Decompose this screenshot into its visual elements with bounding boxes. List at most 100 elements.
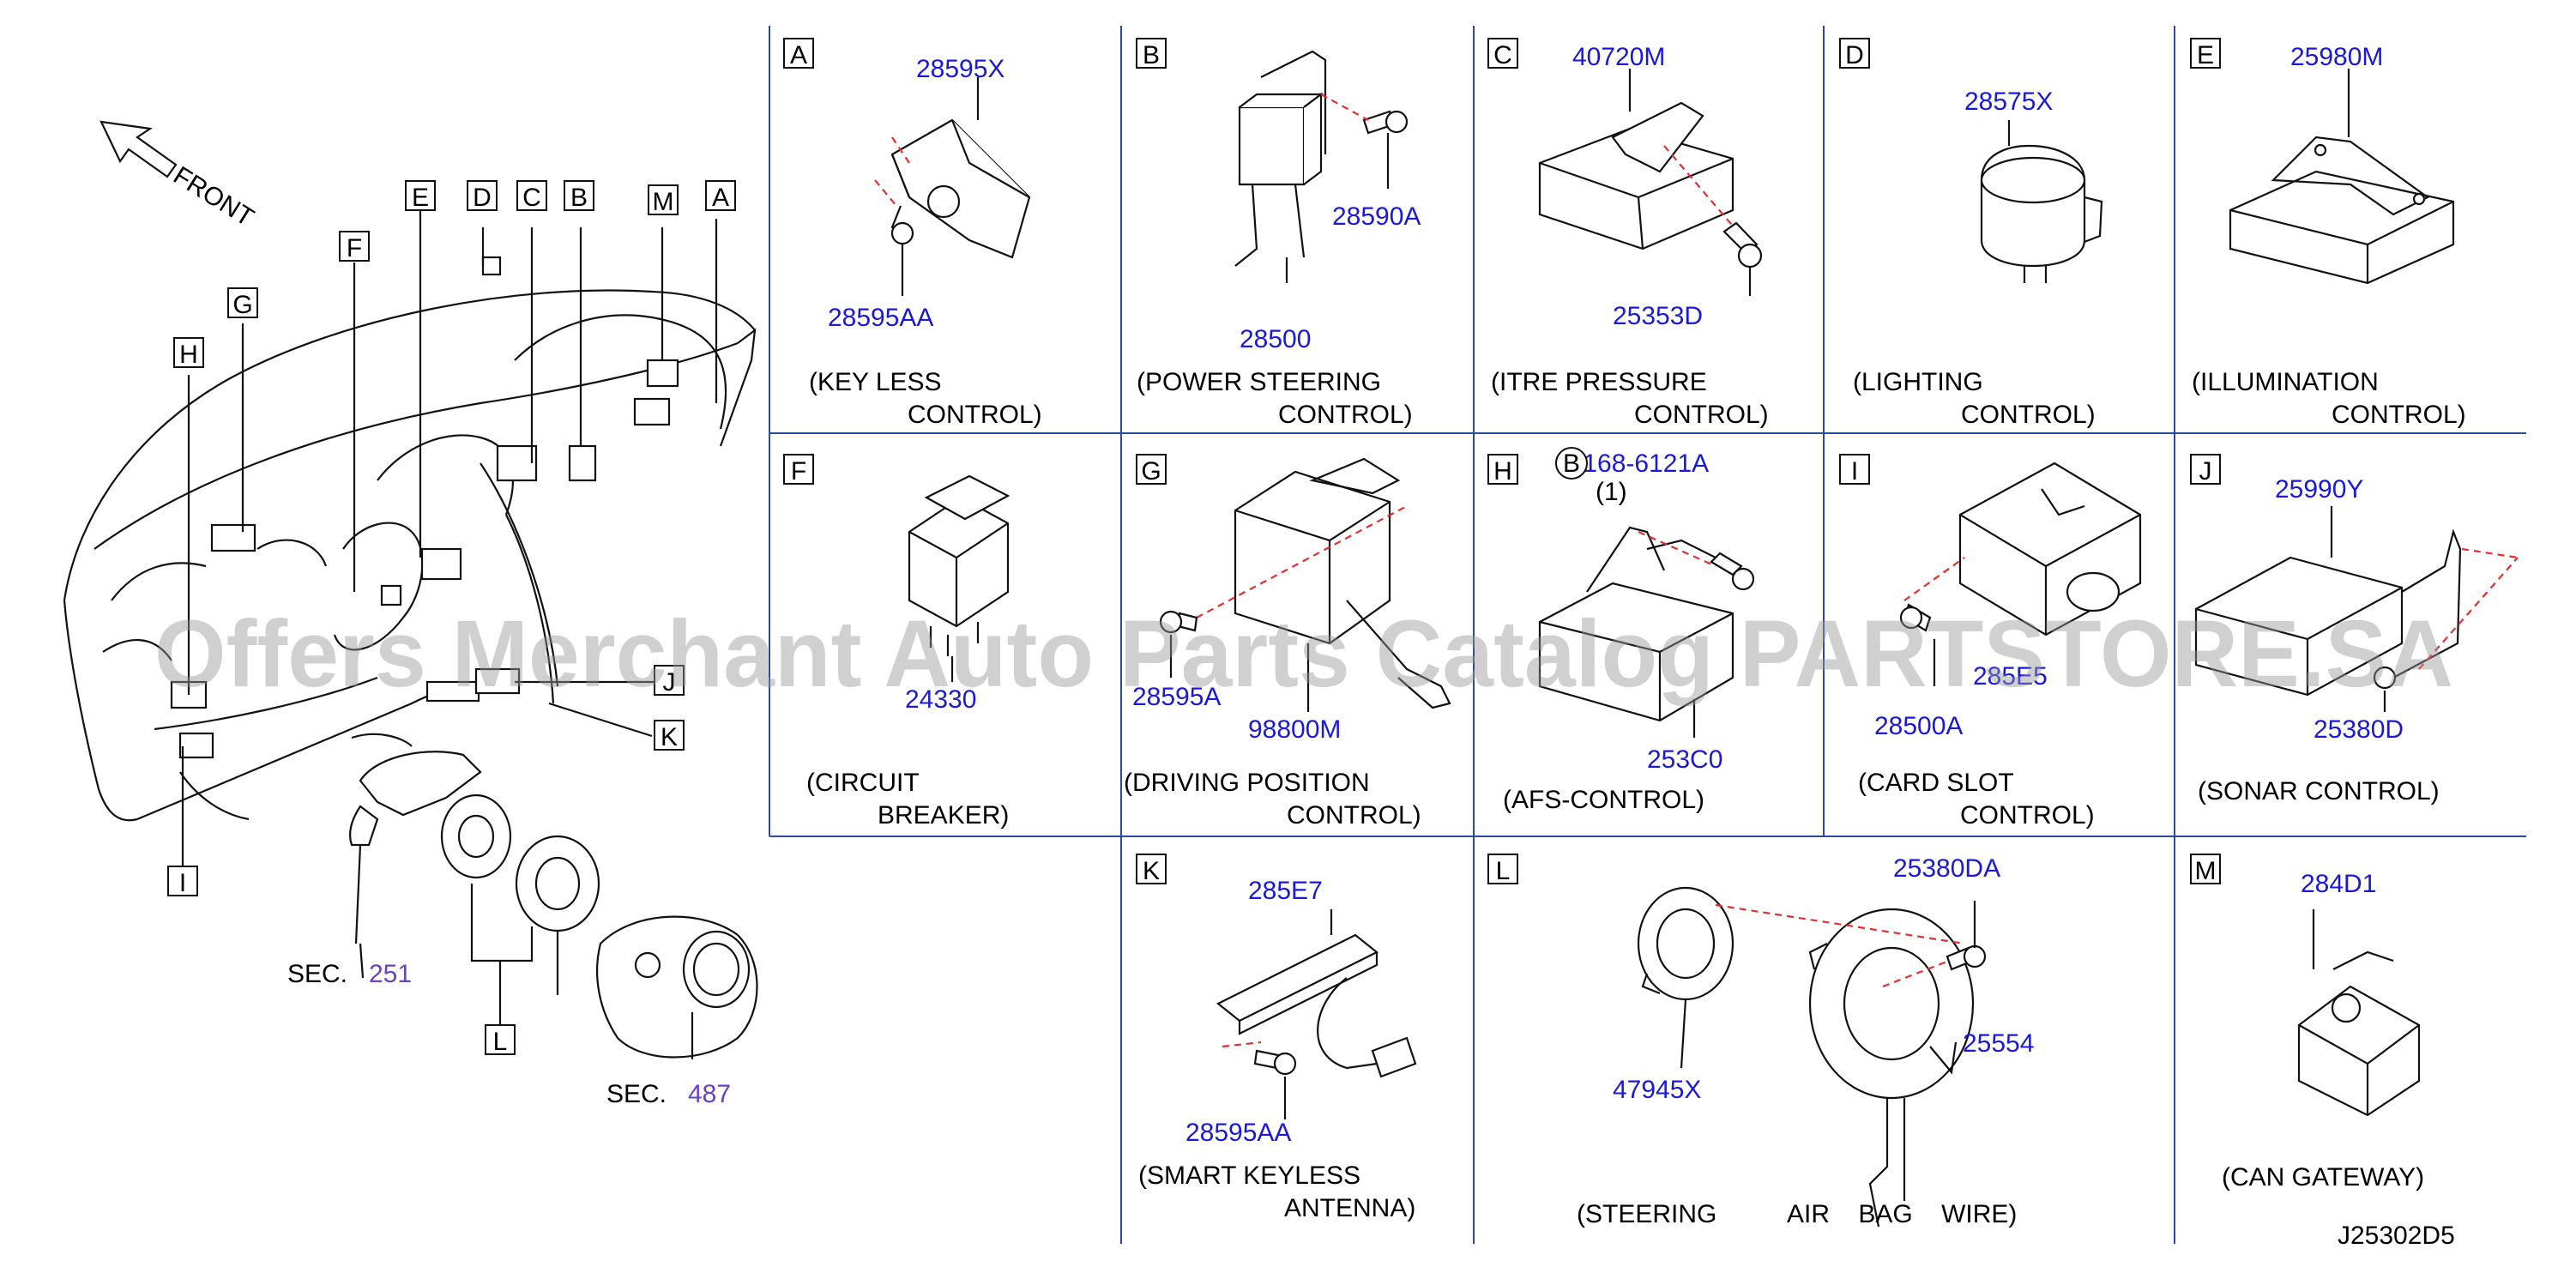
caption-C-line2: CONTROL) <box>1634 401 1769 429</box>
caption-J-line1: (SONAR CONTROL) <box>2198 777 2440 805</box>
cell-letter-K: K <box>1143 857 1160 885</box>
part-number[interactable]: 28595A <box>1132 683 1221 711</box>
watermark: Offers Merchant Auto Parts Catalog PARTS… <box>154 601 2453 707</box>
keyless-control-icon <box>874 77 1031 296</box>
cell-letter-B: B <box>1143 41 1160 69</box>
part-number[interactable]: 28595X <box>916 55 1004 83</box>
callout-A[interactable] <box>705 180 736 211</box>
callout-H[interactable] <box>173 337 204 368</box>
callout-F[interactable] <box>339 231 370 262</box>
part-number[interactable]: 25353D <box>1613 302 1703 330</box>
callout-label-D: D <box>473 184 492 212</box>
part-numbers: 28595X 28595AA 28590A 28500 40720M 25353… <box>828 43 2404 1147</box>
spiral-cable-icon <box>440 793 600 995</box>
callout-label-A: A <box>712 184 729 212</box>
tire-pressure-control-icon <box>1538 69 1763 296</box>
caption-H-line1: (AFS-CONTROL) <box>1503 786 1704 814</box>
part-number[interactable]: 28590A <box>1332 202 1421 231</box>
combination-switch-icon <box>348 751 482 979</box>
dashboard-outline <box>63 289 757 822</box>
callout-label-E: E <box>412 184 429 212</box>
callout-B[interactable] <box>564 180 594 211</box>
cell-letter-I: I <box>1851 457 1858 486</box>
callout-boxes <box>167 180 736 1055</box>
captions: (KEY LESS CONTROL) (POWER STEERING CONTR… <box>806 368 2466 1228</box>
sec-label-1: SEC. <box>287 960 347 988</box>
part-number[interactable]: 24330 <box>905 685 976 714</box>
cell-letter-J: J <box>2199 457 2212 486</box>
part-number[interactable]: 40720M <box>1572 43 1665 71</box>
callout-D[interactable] <box>467 180 498 211</box>
cell-letter-G: G <box>1141 457 1161 486</box>
driving-position-control-icon <box>1159 457 1451 712</box>
caption-D-line2: CONTROL) <box>1961 401 2096 429</box>
callout-label-K: K <box>661 723 678 751</box>
part-number[interactable]: 28595AA <box>1185 1119 1291 1147</box>
part-number[interactable]: 28575X <box>1964 87 2053 116</box>
part-number[interactable]: 25990Y <box>2275 475 2363 504</box>
front-label: FRONT <box>168 161 258 232</box>
caption-G-line1: (DRIVING POSITION <box>1124 769 1370 797</box>
callout-label-C: C <box>522 184 541 212</box>
part-number[interactable]: 47945X <box>1613 1076 1701 1104</box>
callout-L[interactable] <box>485 1024 516 1055</box>
callout-K[interactable] <box>654 720 685 751</box>
spiral-cable-icon <box>1637 886 1987 1228</box>
front-arrow-icon <box>100 120 178 178</box>
lighting-control-icon <box>1980 120 2103 283</box>
bolt-symbol-letter: B <box>1563 449 1580 478</box>
caption-A-line2: CONTROL) <box>908 401 1042 429</box>
callout-E[interactable] <box>405 180 436 211</box>
sec-references: SEC. 251 SEC. 487 <box>287 960 731 1108</box>
callout-J[interactable] <box>654 665 685 696</box>
cell-letter-M: M <box>2195 857 2217 885</box>
steering-cover-icon <box>595 915 758 1059</box>
part-number[interactable]: 25380DA <box>1893 854 2000 883</box>
sec-number-1[interactable]: 251 <box>369 960 412 988</box>
cell-letter-boxes <box>783 38 2221 884</box>
callout-label-I: I <box>179 869 186 897</box>
card-slot-control-icon <box>1899 462 2142 686</box>
callout-I[interactable] <box>167 866 198 896</box>
caption-A-line1: (KEY LESS <box>809 368 942 396</box>
callout-letters: A B C D E F G H I J K L M <box>179 184 729 1056</box>
caption-K-line2: ANTENNA) <box>1284 1194 1415 1222</box>
callout-M[interactable] <box>648 184 679 215</box>
part-number[interactable]: 28595AA <box>828 304 933 332</box>
part-number[interactable]: 284D1 <box>2301 870 2376 898</box>
sec-number-2[interactable]: 487 <box>688 1080 731 1108</box>
power-steering-control-icon <box>1234 50 1409 283</box>
grid-lines <box>769 26 2526 1244</box>
caption-L-line1: (STEERING AIR BAG WIRE) <box>1577 1200 2017 1228</box>
callout-label-G: G <box>232 291 252 319</box>
afs-control-icon <box>1538 526 1755 738</box>
cell-letter-E: E <box>2197 41 2214 69</box>
sec-label-2: SEC. <box>606 1080 667 1108</box>
part-number[interactable]: 285E5 <box>1973 662 2048 691</box>
cell-letter-C: C <box>1493 41 1512 69</box>
part-number[interactable]: 25980M <box>2290 43 2383 71</box>
callout-label-L: L <box>493 1028 508 1056</box>
cell-letter-F: F <box>791 457 806 486</box>
part-quantity: (1) <box>1596 478 1627 506</box>
caption-M-line1: (CAN GATEWAY) <box>2222 1163 2424 1192</box>
part-number[interactable]: 285E7 <box>1248 877 1323 905</box>
callout-G[interactable] <box>227 287 258 318</box>
cell-letter-H: H <box>1493 457 1512 486</box>
caption-G-line2: CONTROL) <box>1287 801 1421 830</box>
part-number[interactable]: 28500 <box>1240 325 1311 353</box>
callout-C[interactable] <box>516 180 547 211</box>
smart-keyless-antenna-icon <box>1216 909 1417 1119</box>
callout-label-F: F <box>347 234 362 262</box>
cell-letter-A: A <box>790 41 807 69</box>
part-number[interactable]: 28500A <box>1874 712 1963 740</box>
part-number[interactable]: 25554 <box>1963 1029 2034 1058</box>
part-number[interactable]: 25380D <box>2314 715 2404 744</box>
caption-K-line1: (SMART KEYLESS <box>1138 1161 1360 1190</box>
part-number[interactable]: 253C0 <box>1647 745 1722 774</box>
callout-label-M: M <box>653 188 674 216</box>
part-number[interactable]: 98800M <box>1248 715 1341 744</box>
caption-F-line1: (CIRCUIT <box>806 769 920 797</box>
caption-F-line2: BREAKER) <box>878 801 1009 830</box>
overview-panel <box>63 120 758 1059</box>
